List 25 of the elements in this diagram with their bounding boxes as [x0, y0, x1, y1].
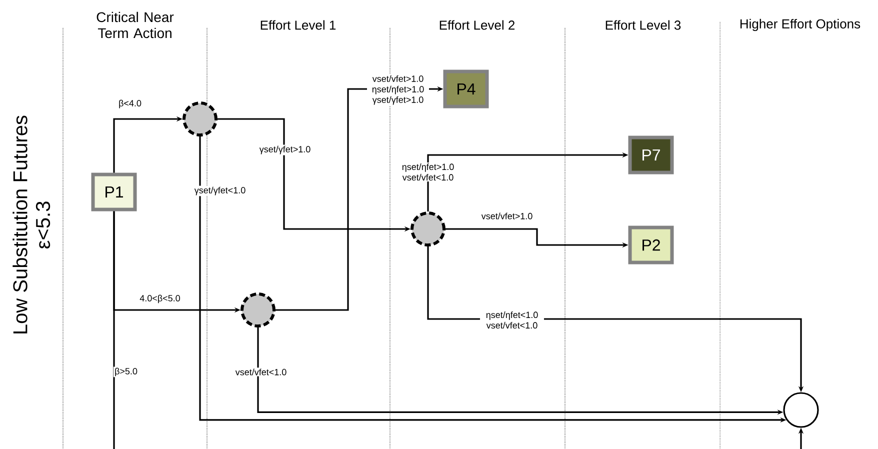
edge-label: β<4.0 — [119, 100, 142, 108]
edge-label: vset/vfet<1.0 — [234, 368, 288, 376]
end-circle — [783, 392, 819, 428]
column-header: Effort Level 3 — [606, 20, 681, 30]
process-box: P4 — [443, 70, 489, 108]
row-label: ε<5.3 — [36, 202, 50, 248]
process-box: P2 — [628, 226, 674, 264]
process-box: P1 — [91, 172, 137, 212]
edge-label: ηset/ηfet<1.0 vset/vfet<1.0 — [480, 310, 544, 330]
column-header: Effort Level 2 — [440, 20, 515, 30]
edge-label: γset/γfet<1.0 — [193, 186, 247, 196]
edge-label: vset/vfet>1.0 — [481, 212, 532, 220]
decision-circle — [182, 102, 218, 136]
column-header: Higher Effort Options — [740, 18, 860, 32]
decision-circle — [240, 292, 276, 328]
column-header: Effort Level 1 — [260, 20, 336, 30]
decision-circle — [410, 212, 446, 246]
column-header: Critical Near Term Action — [96, 12, 174, 38]
edge-label: γset/γfet>1.0 — [258, 144, 312, 156]
edge-label: vset/vfet>1.0 ηset/ηfet>1.0 γset/γfet>1.0 — [367, 74, 429, 106]
process-box: P7 — [628, 136, 674, 174]
edge-label: ηset/ηfet>1.0 vset/vfet<1.0 — [397, 162, 459, 182]
row-label: Low Substitution Futures — [12, 116, 28, 334]
edge-label: 4.0<β<5.0 — [140, 294, 180, 304]
edge-label: β>5.0 — [114, 366, 138, 378]
